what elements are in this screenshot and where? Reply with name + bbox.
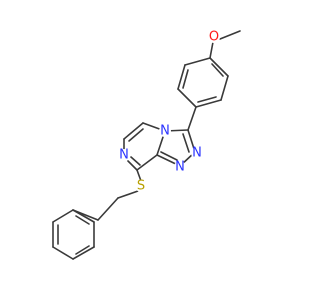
atom-n-triazole-a: N	[191, 146, 203, 161]
bond-ch2-ch2	[97, 197, 119, 221]
bond-c8-c8a	[136, 154, 158, 171]
bond-c5-c6-double	[128, 128, 144, 142]
bond-ph4	[72, 246, 95, 260]
structure-canvas: O N N N N S	[52, 30, 241, 260]
atom-s-thioether: S	[135, 179, 147, 194]
atom-label-s: S	[137, 179, 145, 194]
bond-ar-double-3	[182, 69, 189, 89]
bond-n1-c8a-double	[160, 151, 178, 161]
bond-aryl-triazole	[187, 106, 197, 131]
bond-ph-double-2	[75, 245, 90, 255]
bond-o-ring	[209, 41, 214, 59]
bond-c5-c6	[123, 122, 144, 140]
atom-label-n: N	[160, 124, 170, 139]
atom-label-n: N	[175, 160, 185, 175]
bond-ar5	[177, 64, 186, 90]
bond-ar-double-1	[211, 63, 224, 77]
bond-ph-double-3	[75, 215, 90, 225]
atom-n-pyrazine: N	[118, 148, 130, 163]
bond-ph3	[52, 246, 74, 260]
bond-ar-double-2	[197, 96, 217, 103]
atom-label-n: N	[119, 148, 129, 163]
bond-ar3	[195, 99, 222, 108]
bond-ph6	[72, 209, 95, 223]
bond-c3-n2-double	[182, 133, 190, 153]
atom-label-n: N	[192, 146, 202, 161]
atom-o-methoxy: O	[208, 30, 220, 45]
bond-ar1	[209, 57, 229, 77]
atom-label-o: O	[209, 30, 219, 45]
bond-methyl-o	[219, 30, 241, 40]
atom-n-triazole-b: N	[174, 160, 186, 175]
bond-s-ch2	[117, 190, 139, 199]
chemical-structure-diagram: O N N N N S	[52, 30, 241, 260]
bond-ar4	[177, 88, 197, 108]
bond-n7-c8-double	[130, 156, 141, 166]
bond-ar2	[220, 75, 229, 101]
bond-c8-s	[136, 169, 142, 182]
atom-n-ring-bridge: N	[159, 124, 171, 139]
bond-n7-c8	[127, 160, 138, 171]
bond-ph1	[52, 209, 74, 223]
bond-ar6	[184, 57, 211, 66]
